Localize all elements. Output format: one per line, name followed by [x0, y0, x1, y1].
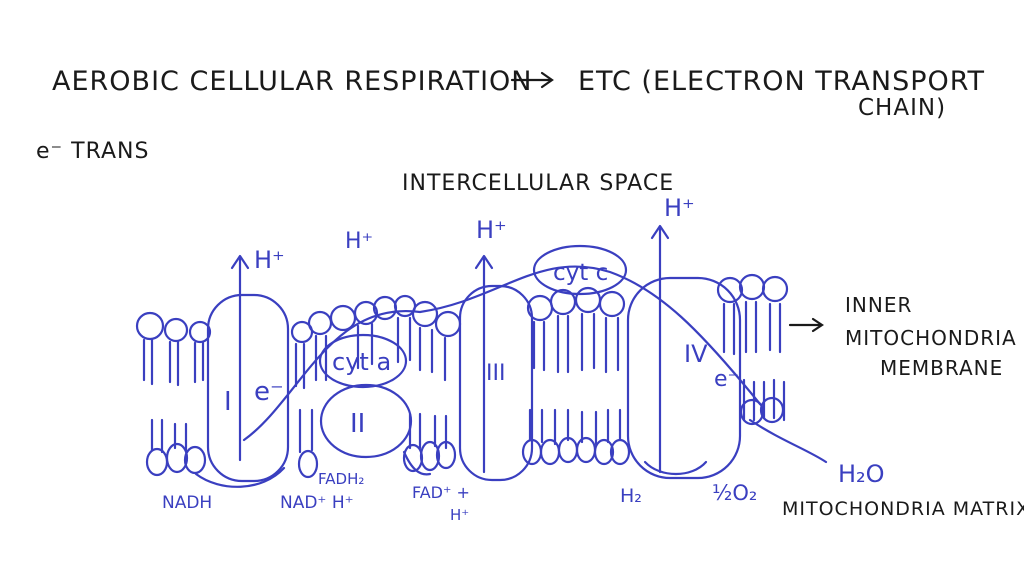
matrix-arrows — [194, 418, 828, 488]
title-right-line2: CHAIN) — [858, 95, 946, 121]
side-note: e⁻ TRANS — [36, 139, 149, 164]
electron-label-complex-1: e⁻ — [254, 377, 284, 407]
cyt-a-label: cyt a — [332, 348, 391, 376]
cyt-c-label: cyt c — [553, 260, 608, 286]
complex-1-shape — [206, 293, 290, 483]
membrane-label-line1: INNER — [845, 293, 912, 317]
fad-h-label: H⁺ — [450, 506, 469, 524]
proton-label-2: H⁺ — [345, 229, 373, 254]
fadh2-label: FADH₂ — [318, 470, 364, 488]
phospholipid-heads-bottom — [145, 396, 785, 479]
proton-label-3: H⁺ — [476, 216, 507, 244]
mitochondria-matrix-label: MITOCHONDRIA MATRIX — [782, 498, 1024, 520]
proton-label-1: H⁺ — [254, 246, 285, 274]
title-left: AEROBIC CELLULAR RESPIRATION — [52, 66, 533, 97]
complex-2-shape — [319, 383, 413, 459]
intercellular-space-label: INTERCELLULAR SPACE — [402, 171, 674, 196]
complex-1-label: I — [224, 387, 232, 417]
fad-label: FAD⁺ + — [412, 483, 470, 502]
complex-3-shape — [458, 284, 534, 482]
title-right-line1: ETC (ELECTRON TRANSPORT — [578, 66, 985, 97]
membrane-label-arrow — [788, 317, 824, 333]
nad-label: NAD⁺ H⁺ — [280, 493, 354, 513]
proton-label-4: H⁺ — [664, 194, 695, 222]
membrane-label-line3: MEMBRANE — [880, 356, 1003, 380]
complex-3-label: III — [486, 361, 505, 386]
cyt-a-shape — [318, 333, 408, 389]
complex-4-label: IV — [684, 340, 708, 368]
proton-arrow-complex-4 — [650, 224, 670, 474]
title-arrow — [510, 71, 554, 89]
complex-4-shape — [626, 276, 742, 480]
electron-label-complex-4: e⁻ — [714, 367, 739, 392]
h2o-label: H₂O — [838, 460, 885, 488]
membrane-label-line2: MITOCHONDRIA — [845, 326, 1017, 350]
proton-arrow-complex-1 — [230, 254, 250, 462]
complex-2-label: II — [350, 409, 365, 439]
h2-label: H₂ — [620, 485, 642, 507]
phospholipid-heads-top — [135, 273, 789, 344]
nadh-label: NADH — [162, 493, 212, 513]
half-o2-label: ½O₂ — [712, 481, 757, 505]
electron-flow-path — [242, 265, 762, 442]
cyt-c-shape — [532, 244, 628, 296]
